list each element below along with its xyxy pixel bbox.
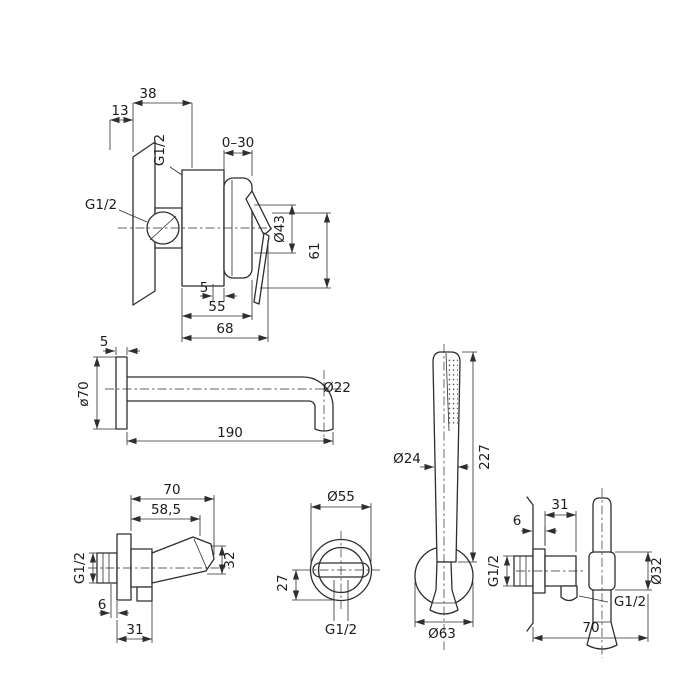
thread-label-inlet: G1/2 [85,197,117,213]
dim-label-58-5: 58,5 [151,502,181,518]
holder-dimensions: 70 58,5 G1/2 32 6 31 [72,482,238,643]
outlet-body [513,488,618,658]
wall-section [132,141,156,306]
dim-label-dia63: Ø63 [428,626,456,642]
thread-label-outlet-out: G1/2 [614,594,646,610]
plate-view: Ø55 27 G1/2 [275,489,380,638]
dim-label-dia43: Ø43 [272,215,288,243]
dim-label-70-outlet: 70 [582,620,599,636]
dim-label-190: 190 [217,425,243,441]
dim-label-32: 32 [222,551,238,568]
spout-view: 5 ø70 Ø22 190 [76,334,351,445]
outlet-view: 31 6 G1/2 Ø32 G1/2 70 [486,488,665,658]
dim-label-31-outlet: 31 [551,497,568,513]
holder-body [88,533,230,602]
spout-dimensions: 5 ø70 Ø22 190 [76,334,351,445]
handshower-body [414,344,474,650]
dim-label-38: 38 [139,86,156,102]
dim-label-27: 27 [275,574,291,591]
dim-label-dia70: ø70 [76,381,92,406]
dim-label-5: 5 [200,280,209,296]
mixer-body [118,169,272,305]
spray-face-dots [448,359,458,425]
plate-dimensions: Ø55 27 G1/2 [275,489,372,638]
dim-label-55: 55 [208,299,225,315]
handshower-dimensions: 227 Ø24 Ø63 [393,351,493,642]
thread-label-top: G1/2 [152,134,168,166]
hose-connection [560,585,578,602]
dim-label-dia22: Ø22 [323,380,351,396]
dim-label-dia32: Ø32 [649,557,665,585]
lever-rod [253,232,270,305]
outlet-dimensions: 31 6 G1/2 Ø32 G1/2 70 [486,497,665,642]
dim-label-dia24: Ø24 [393,451,421,467]
dim-label-31: 31 [126,622,143,638]
dim-label-6-outlet: 6 [513,513,522,529]
dim-label-13: 13 [111,103,128,119]
dim-label-dia55: Ø55 [327,489,355,505]
dim-label-flange-5: 5 [100,334,109,350]
handshower-cone [429,561,459,615]
thread-label-holder: G1/2 [72,552,88,584]
dim-label-61: 61 [307,242,323,259]
plate-body [302,531,380,609]
holder-flange [116,533,132,601]
dim-label-70: 70 [163,482,180,498]
handshower-view: 227 Ø24 Ø63 [393,344,493,650]
holder-cup [151,536,215,584]
mixer-valve-view: 38 13 G1/2 0–30 G1/2 Ø43 61 5 55 68 [85,86,331,342]
mixer-dimensions: 38 13 G1/2 0–30 G1/2 Ø43 61 5 55 68 [85,86,331,342]
dim-label-68: 68 [216,321,233,337]
thread-label-outlet-in: G1/2 [486,555,502,587]
spout-flange [115,356,128,430]
spout-body [105,356,345,441]
holder-view: 70 58,5 G1/2 32 6 31 [72,482,238,643]
dim-label-6: 6 [98,597,107,613]
thread-label-plate: G1/2 [325,622,357,638]
dim-label-227: 227 [477,444,493,470]
dim-label-0-30: 0–30 [222,135,255,151]
